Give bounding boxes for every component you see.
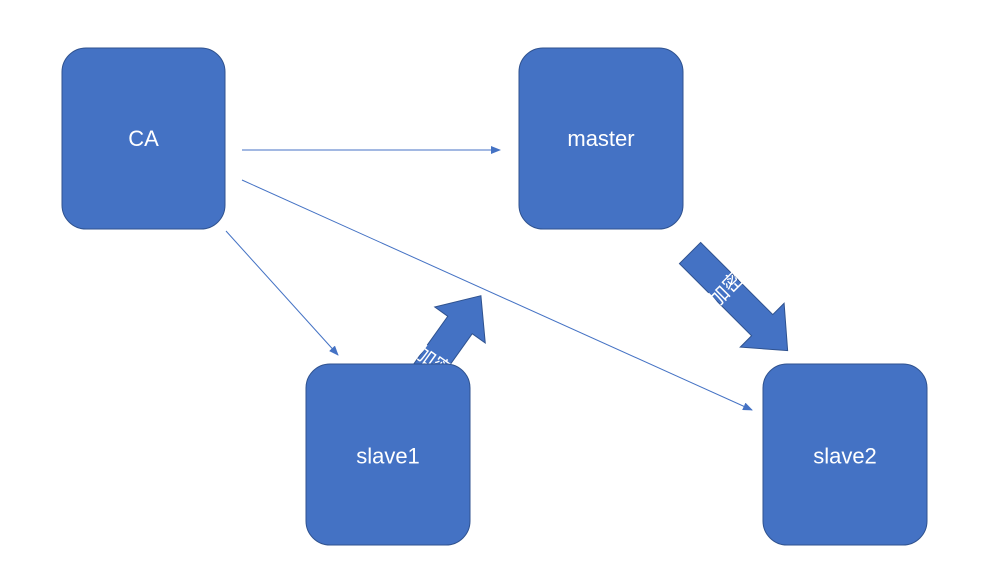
node-ca-label: CA (128, 126, 159, 151)
block-arrow-master-to-slave2: 加密 (678, 241, 789, 352)
node-ca: CA (61, 47, 226, 230)
connector-ca-to-slave1 (225, 230, 339, 356)
node-slave2: slave2 (762, 363, 928, 546)
node-slave1-label: slave1 (356, 444, 420, 469)
node-master-label: master (567, 126, 634, 151)
node-slave2-label: slave2 (813, 444, 877, 469)
node-slave1: slave1 (305, 363, 471, 546)
connector-ca-to-slave2 (241, 179, 753, 411)
node-master: master (518, 47, 684, 230)
